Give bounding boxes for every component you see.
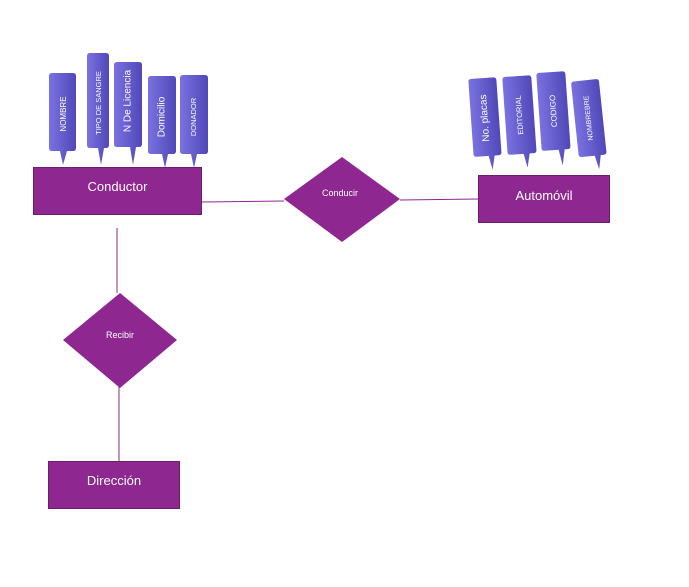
automovil-attribute-nombrebre[interactable]: NOMBREBRE <box>571 79 608 171</box>
attribute-label: TIPO DE SANGRE <box>94 71 103 135</box>
entity-label: Dirección <box>86 472 142 488</box>
automovil-attribute-codigo[interactable]: CODIGO <box>536 71 571 167</box>
attribute-label: NOMBRE <box>59 96 68 131</box>
entity-automovil[interactable]: Automóvil <box>478 175 610 223</box>
attribute-label: DONADOR <box>189 97 198 136</box>
attribute-callout-shape <box>571 79 607 170</box>
relationship-recibir-diamond[interactable] <box>63 293 177 388</box>
attribute-callout-shape <box>114 62 142 165</box>
automovil-attribute-editorial[interactable]: EDITORIAL <box>502 75 537 169</box>
entity-conductor[interactable]: Conductor <box>33 167 202 215</box>
attribute-callout-shape <box>502 75 537 168</box>
conductor-attribute-tipo-de-sangre[interactable]: TIPO DE SANGRE <box>87 53 109 165</box>
attribute-label: No. placas <box>478 94 492 142</box>
conductor-attribute-n-de-licencia[interactable]: N De Licencia <box>114 62 142 165</box>
conductor-attribute-domicilio[interactable]: Domicilio <box>148 76 176 168</box>
connector-conducir-automovil <box>399 198 480 201</box>
attribute-callout-shape <box>536 71 571 166</box>
entity-label: Automóvil <box>515 187 573 203</box>
automovil-attribute-no-placas[interactable]: No. placas <box>468 77 502 171</box>
attribute-label: N De Licencia <box>123 69 134 132</box>
attribute-callout-shape <box>180 75 208 168</box>
attribute-label: EDITORIAL <box>514 95 526 135</box>
conductor-attribute-donador[interactable]: DONADOR <box>180 75 208 168</box>
entity-label: Conductor <box>87 179 148 194</box>
attribute-label: NOMBREBRE <box>583 95 595 141</box>
conductor-attribute-nombre[interactable]: NOMBRE <box>49 73 76 165</box>
relationship-conducir-label: Conducir <box>321 188 359 198</box>
attribute-callout-shape <box>148 76 176 168</box>
attribute-label: Domicilio <box>157 96 168 137</box>
entity-direccion[interactable]: Dirección <box>48 461 180 509</box>
relationship-conducir-diamond[interactable] <box>284 157 400 242</box>
connector-conductor-conducir <box>201 200 285 203</box>
relationship-recibir-label: Recibir <box>105 330 134 340</box>
attribute-label: CODIGO <box>548 95 559 128</box>
attribute-callout-shape <box>49 73 76 165</box>
attribute-callout-shape <box>87 53 109 165</box>
attribute-callout-shape <box>468 77 502 170</box>
